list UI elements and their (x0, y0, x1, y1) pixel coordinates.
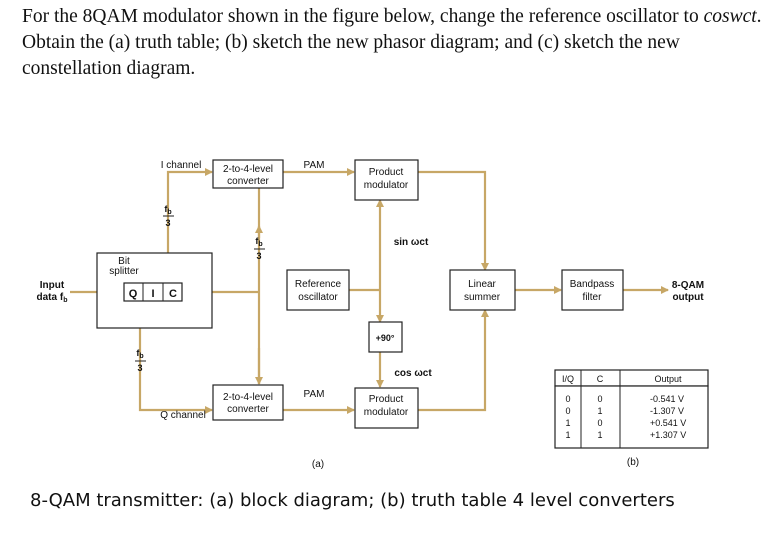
sin-carrier-label: sin ωct (394, 237, 429, 248)
truth-cell: 0 (565, 394, 570, 404)
splitter-cell-q: Q (129, 288, 138, 300)
converter-top: 2-to-4-level converter (212, 159, 284, 189)
input-label-sub: b (63, 297, 67, 304)
input-label-line-2: data f (37, 292, 64, 303)
converter-bottom: 2-to-4-level converter (212, 384, 284, 421)
output-label-line-1: 8-QAM (672, 280, 704, 291)
rate-label-c: fb 3 (254, 236, 265, 261)
rate-label-i: fb 3 (163, 204, 174, 228)
rate-i-sub: b (167, 209, 171, 216)
splitter-cell-c: C (169, 288, 177, 300)
splitter-cell-i: I (151, 288, 154, 300)
truth-cell: 1 (565, 418, 570, 428)
product-top-line-2: modulator (364, 180, 409, 191)
svg-text:fb: fb (255, 236, 262, 248)
truth-cell: 1 (565, 430, 570, 440)
rate-q-sub: b (139, 353, 143, 360)
truth-table: I/Q C Output 0 0 -0.541 V 0 1 -1.307 V 1… (554, 369, 709, 449)
output-label-line-2: output (672, 292, 704, 303)
pam-label-top: PAM (304, 160, 325, 171)
svg-text:fb: fb (136, 348, 143, 360)
question-oscillator-expression: coswct (703, 6, 757, 27)
splitter-label-2: splitter (109, 266, 139, 277)
phase-shift-label: +90° (376, 333, 395, 343)
product-bottom-line-2: modulator (364, 407, 409, 418)
truth-header-output: Output (654, 374, 682, 384)
pam-label-bottom: PAM (304, 389, 325, 400)
figure-label-a: (a) (312, 459, 324, 470)
bandpass-filter: Bandpass filter (561, 269, 624, 311)
rate-i-den: 3 (165, 218, 170, 228)
input-label-line-1: Input (40, 280, 65, 291)
reference-oscillator: Reference oscillator (286, 269, 350, 311)
summer-line-2: summer (464, 292, 501, 303)
product-top-line-1: Product (369, 167, 404, 178)
svg-text:data fb: data fb (37, 292, 68, 304)
product-bottom-line-1: Product (369, 394, 404, 405)
cos-carrier-label: cos ωct (394, 368, 432, 379)
converter-top-line-1: 2-to-4-level (223, 164, 273, 175)
rate-c-sub: b (258, 241, 262, 248)
truth-header-c: C (597, 374, 604, 384)
truth-cell: 1 (597, 406, 602, 416)
product-modulator-top: Product modulator (354, 159, 419, 201)
q-channel-label: Q channel (160, 410, 206, 421)
bandpass-line-1: Bandpass (570, 279, 614, 290)
truth-cell: +1.307 V (650, 430, 686, 440)
question-part-3: . Obtain the (a) truth table; (b) sketch… (22, 6, 762, 79)
ref-osc-line-2: oscillator (298, 292, 338, 303)
summer-line-1: Linear (468, 279, 496, 290)
truth-cell: 1 (597, 430, 602, 440)
rate-q-den: 3 (137, 363, 142, 373)
converter-bottom-line-1: 2-to-4-level (223, 392, 273, 403)
input-label: Input data fb (37, 280, 68, 304)
rate-q-num: f (136, 348, 140, 358)
svg-text:fb: fb (164, 204, 171, 216)
truth-cell: -1.307 V (650, 406, 684, 416)
i-channel-label: I channel (161, 160, 202, 171)
question-text: For the 8QAM modulator shown in the figu… (22, 4, 762, 82)
splitter-label-1: Bit (118, 256, 130, 267)
figure-label-b: (b) (627, 457, 639, 468)
output-label: 8-QAM output (672, 280, 704, 303)
bandpass-line-2: filter (583, 292, 603, 303)
truth-cell: -0.541 V (650, 394, 684, 404)
truth-cell: 0 (597, 418, 602, 428)
truth-cell: 0 (565, 406, 570, 416)
question-part-1: For the 8QAM modulator shown in the figu… (22, 6, 704, 27)
truth-cell: 0 (597, 394, 602, 404)
converter-bottom-line-2: converter (227, 404, 269, 415)
product-modulator-bottom: Product modulator (354, 387, 419, 429)
converter-top-line-2: converter (227, 176, 269, 187)
bit-splitter: Bit splitter Q I C (96, 252, 213, 329)
rate-c-den: 3 (256, 251, 261, 261)
rate-label-q: fb 3 (135, 348, 146, 373)
truth-header-iq: I/Q (562, 374, 574, 384)
truth-cell: +0.541 V (650, 418, 686, 428)
ref-osc-line-1: Reference (295, 279, 342, 290)
rate-c-num: f (255, 236, 259, 246)
phase-shifter: +90° (368, 321, 403, 353)
rate-i-num: f (164, 204, 168, 214)
figure-caption: 8-QAM transmitter: (a) block diagram; (b… (30, 490, 675, 511)
linear-summer: Linear summer (449, 269, 516, 311)
